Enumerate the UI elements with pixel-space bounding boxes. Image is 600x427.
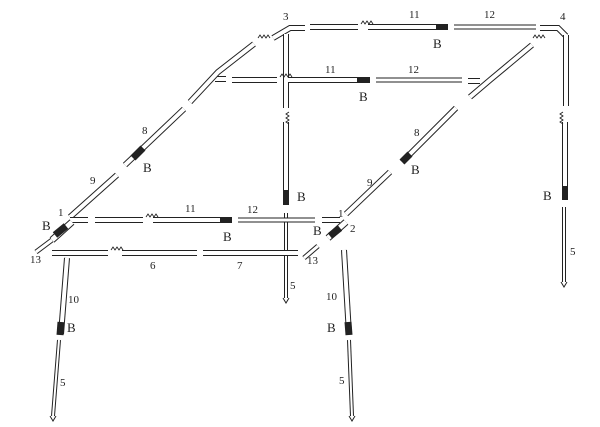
corner-4 xyxy=(540,25,569,39)
label-part-11: 11 xyxy=(185,203,196,215)
tube-9-left xyxy=(68,172,119,220)
springs xyxy=(110,20,564,251)
label-part-5: 5 xyxy=(60,377,66,389)
spring-icon xyxy=(257,34,271,39)
label-clamp: B xyxy=(42,218,51,233)
spring-icon xyxy=(532,34,546,39)
label-clamp: B xyxy=(223,229,232,244)
roof-rafter-left-upper xyxy=(187,41,256,105)
label-part-1: 1 xyxy=(338,208,344,220)
label-clamp: B xyxy=(543,188,552,203)
label-part-8: 8 xyxy=(414,127,420,139)
label-part-12: 12 xyxy=(247,204,258,216)
pole-foot-arrow-icon xyxy=(49,415,57,422)
label-part-8: 8 xyxy=(142,125,148,137)
label-part-13: 13 xyxy=(307,255,319,267)
label-clamp: B xyxy=(359,89,368,104)
label-clamp: B xyxy=(433,36,442,51)
label-clamp: B xyxy=(67,320,76,335)
label-clamp: B xyxy=(313,223,322,238)
label-part-4: 4 xyxy=(560,11,566,23)
tube-8-right xyxy=(399,105,459,165)
label-part-9: 9 xyxy=(367,177,373,189)
part-13-left xyxy=(34,238,54,254)
pole-foot-arrow-icon xyxy=(560,281,568,288)
clamp-band xyxy=(327,225,343,239)
pole-feet xyxy=(49,281,568,422)
label-part-9: 9 xyxy=(90,175,96,187)
label-part-6: 6 xyxy=(150,260,156,272)
clamp-band xyxy=(399,151,413,165)
label-part-10: 10 xyxy=(68,294,80,306)
label-part-2: 2 xyxy=(350,223,356,235)
spring-icon xyxy=(559,111,564,125)
tube-9-right xyxy=(343,169,393,217)
label-clamp: B xyxy=(411,162,420,177)
clamp-band xyxy=(52,223,69,238)
spring-icon xyxy=(285,111,290,125)
label-part-11: 11 xyxy=(409,9,420,21)
labels: 3 4 11 12 B 11 12 B 8 B 9 8 B 9 B B 5 1 … xyxy=(30,9,576,389)
label-part-3: 3 xyxy=(283,11,289,23)
label-part-1: 1 xyxy=(58,207,64,219)
label-part-12: 12 xyxy=(484,9,495,21)
spring-icon xyxy=(145,213,159,218)
label-part-5: 5 xyxy=(570,246,576,258)
label-part-7: 7 xyxy=(237,260,243,272)
label-part-12: 12 xyxy=(408,64,419,76)
pole-5-left-front xyxy=(51,339,61,417)
label-clamp: B xyxy=(143,160,152,175)
label-part-5: 5 xyxy=(290,280,296,292)
pole-foot-arrow-icon xyxy=(348,415,356,422)
clamps xyxy=(52,24,568,336)
spring-icon xyxy=(110,246,124,251)
corner-3 xyxy=(271,25,305,41)
label-part-13: 13 xyxy=(30,254,42,266)
label-clamp: B xyxy=(297,189,306,204)
label-clamp: B xyxy=(327,320,336,335)
tubes xyxy=(34,24,569,417)
label-part-11: 11 xyxy=(325,64,336,76)
spring-icon xyxy=(360,20,374,25)
clamp-band xyxy=(130,145,146,161)
tube-10-right xyxy=(341,249,352,335)
pole-foot-arrow-icon xyxy=(282,297,290,304)
clamp-band xyxy=(56,321,65,336)
label-part-5: 5 xyxy=(339,375,345,387)
pole-5-right-front xyxy=(347,339,354,417)
clamp-band xyxy=(344,321,353,336)
roof-rafter-right-upper xyxy=(468,42,534,100)
tube-10-left xyxy=(58,257,70,335)
spring-icon xyxy=(279,73,293,78)
label-part-10: 10 xyxy=(326,291,338,303)
part-13-right xyxy=(302,244,320,260)
